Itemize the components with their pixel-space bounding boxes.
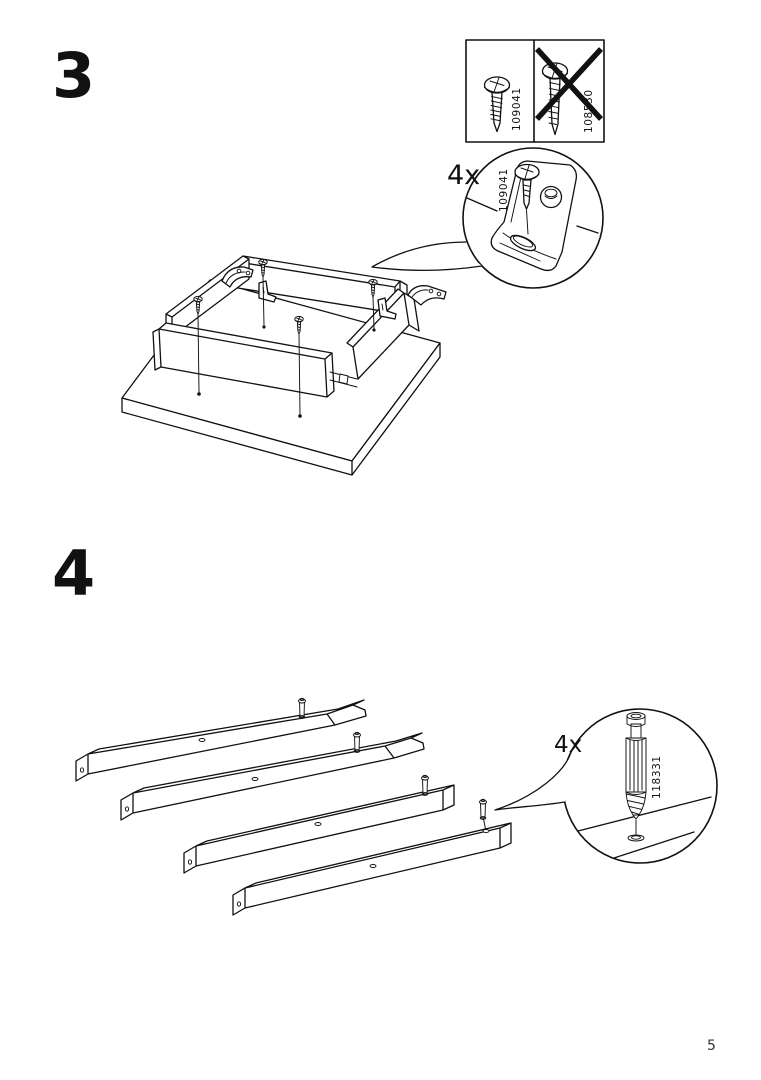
step4-legs-illustration <box>75 697 512 916</box>
leg-surface-lines <box>577 796 712 859</box>
corner-bracket-back-left <box>221 266 254 288</box>
callout-part-number: 118331 <box>651 755 663 799</box>
step3-parts-box: 109041 108530 <box>465 39 605 143</box>
dowel-stud-icon <box>479 798 487 820</box>
step-4-number: 4 <box>52 537 95 610</box>
dowel-stud-icon <box>298 697 306 719</box>
tabletop-edges <box>121 342 441 476</box>
screw-icon <box>368 278 378 332</box>
cross-out-icon <box>534 47 604 121</box>
corner-bracket-back-right <box>407 285 447 306</box>
step-3-section: 3 <box>52 39 605 476</box>
callout-beak <box>495 752 571 810</box>
approved-screw-icon <box>483 76 511 133</box>
screw-icon <box>514 163 540 235</box>
approved-screw-part-number: 109041 <box>511 87 523 131</box>
dowel-stud-icon <box>353 731 361 753</box>
table-leg <box>232 798 512 916</box>
callout-quantity: 4x <box>447 160 480 191</box>
l-bracket-icon <box>377 297 397 320</box>
step-3-number: 3 <box>52 39 95 112</box>
screw-icon <box>193 295 203 396</box>
rail-connector-plate <box>329 371 358 388</box>
step3-callout: 109041 4x <box>371 147 604 289</box>
step-4-section: 4 <box>52 537 718 916</box>
table-leg <box>75 697 367 782</box>
callout-quantity: 4x <box>554 732 582 758</box>
page-number: 5 <box>707 1038 716 1054</box>
context-lines <box>466 197 599 234</box>
table-leg <box>120 731 425 821</box>
callout-beak <box>372 242 482 271</box>
dowel-screw-icon <box>625 712 647 842</box>
screw-icon <box>258 258 268 329</box>
step3-assembly-illustration <box>121 255 447 476</box>
dowel-stud-icon <box>421 774 429 796</box>
callout-part-number: 109041 <box>498 168 510 212</box>
table-leg <box>183 774 455 874</box>
step4-callout: 118331 4x <box>494 708 718 864</box>
screw-icon <box>294 315 304 418</box>
